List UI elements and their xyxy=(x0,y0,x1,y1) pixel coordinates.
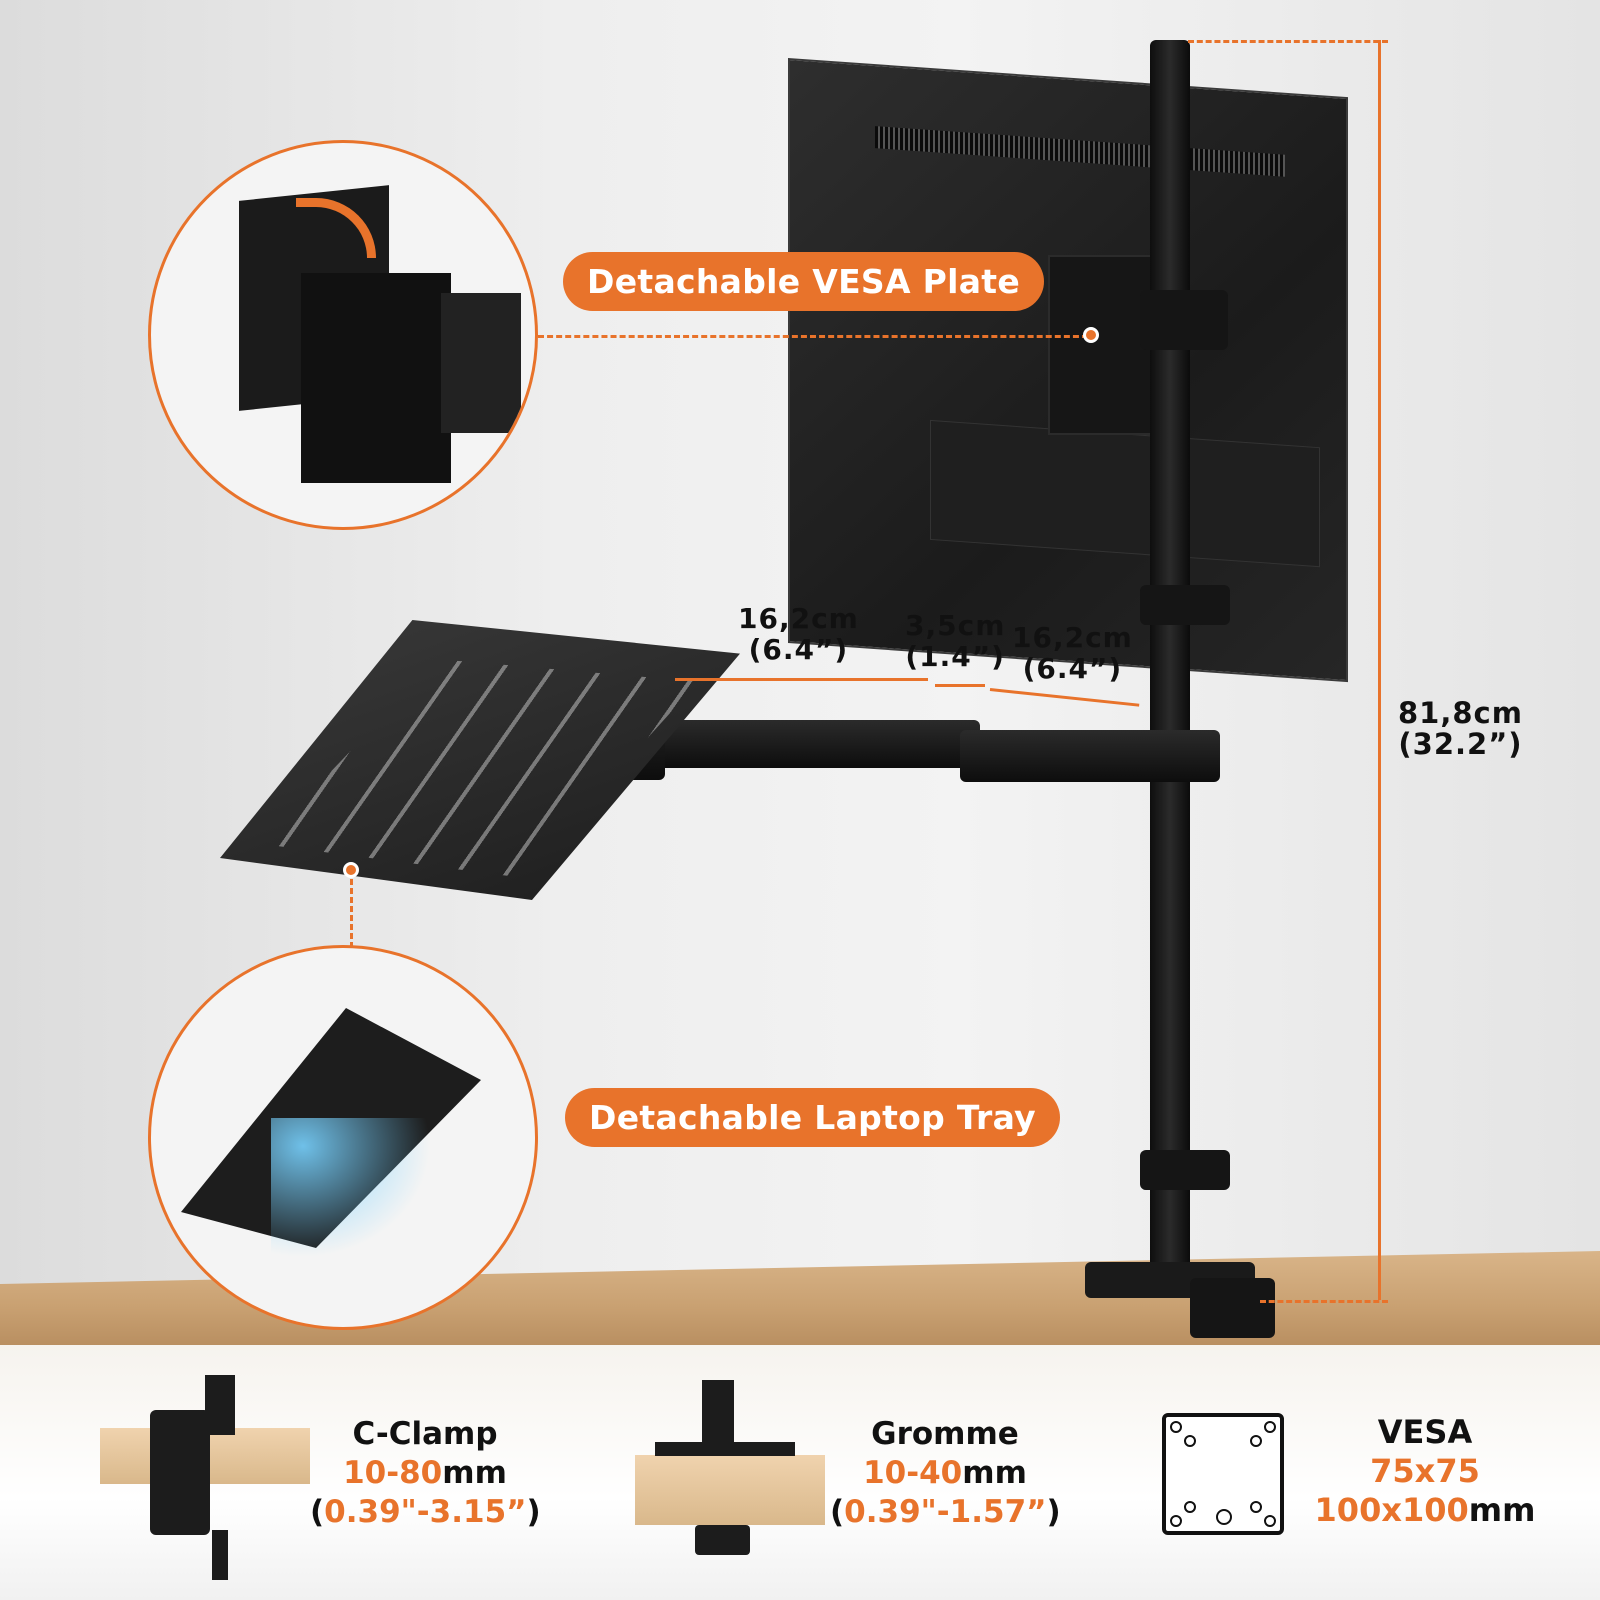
dim-arm-segment-1-metric: 16,2cm xyxy=(738,602,859,635)
callout-vesa-plate: Detachable VESA Plate xyxy=(563,252,1045,311)
vesa-hole xyxy=(1250,1435,1262,1447)
dim-pole-height: 81,8cm (32.2”) xyxy=(1398,698,1523,760)
pole-height-arrow xyxy=(1378,40,1381,1300)
monitor-vent xyxy=(875,126,1285,177)
pole-collar-low xyxy=(1140,1150,1230,1190)
vesa-pattern-icon xyxy=(1162,1413,1284,1535)
dim-pole-height-metric: 81,8cm xyxy=(1398,696,1523,730)
grommet-pole xyxy=(702,1380,734,1450)
paren-close: ) xyxy=(526,1494,541,1530)
vesa-plate-marker xyxy=(1083,327,1099,343)
mount-pole xyxy=(1150,40,1190,1270)
c-clamp xyxy=(1190,1278,1275,1338)
c-clamp-pole xyxy=(205,1375,235,1435)
spec-grommet-imperial: 0.39"-1.57” xyxy=(844,1494,1047,1530)
spec-vesa-title: VESA xyxy=(1377,1413,1473,1451)
spec-grommet-unit: mm xyxy=(962,1455,1027,1491)
dim-arm-gap-imperial: (1.4”) xyxy=(905,640,1005,673)
spec-grommet: Gromme 10-40mm (0.39"-1.57”) xyxy=(830,1415,1061,1532)
vesa-hole xyxy=(1184,1501,1196,1513)
paren-open: ( xyxy=(830,1494,845,1530)
vesa-hole xyxy=(1264,1515,1276,1527)
spec-c-clamp-title: C-Clamp xyxy=(352,1416,498,1452)
vesa-hole xyxy=(1250,1501,1262,1513)
vesa-hole xyxy=(1264,1421,1276,1433)
dim-arm-gap-metric: 3,5cm xyxy=(905,609,1006,642)
vesa-arm-joint xyxy=(441,293,521,433)
spec-c-clamp: C-Clamp 10-80mm (0.39"-3.15”) xyxy=(310,1415,541,1532)
monitor-housing xyxy=(930,419,1320,568)
spec-c-clamp-imperial: 0.39"-3.15” xyxy=(324,1494,527,1530)
pole-top-guide xyxy=(1188,40,1388,43)
arm-segment-1 xyxy=(650,720,980,768)
vesa-plate-leader-line xyxy=(538,335,1088,338)
airflow-icon xyxy=(271,1118,431,1258)
vesa-hole xyxy=(1184,1435,1196,1447)
dim-arm-gap: 3,5cm (1.4”) xyxy=(905,610,1005,672)
paren-close: ) xyxy=(1046,1494,1061,1530)
laptop-tray-detail-circle xyxy=(148,945,538,1330)
spec-c-clamp-range: 10-80 xyxy=(343,1455,443,1491)
callout-laptop-tray: Detachable Laptop Tray xyxy=(565,1088,1060,1147)
laptop-tray-leader-line xyxy=(350,870,353,948)
spec-vesa-size-1: 75x75 xyxy=(1370,1452,1480,1490)
vesa-hole xyxy=(1170,1515,1182,1527)
c-clamp-screw xyxy=(212,1530,228,1580)
c-clamp-icon xyxy=(150,1410,210,1535)
dim-arm-segment-2-imperial: (6.4”) xyxy=(1022,652,1123,685)
laptop-tray-marker xyxy=(343,862,359,878)
dim-arm-segment-1: 16,2cm (6.4”) xyxy=(738,603,859,665)
vesa-plate-front xyxy=(301,273,451,483)
dim-pole-height-imperial: (32.2”) xyxy=(1398,727,1523,761)
vesa-plate-on-monitor xyxy=(1048,255,1158,435)
arm-segment-2 xyxy=(960,730,1220,782)
spec-vesa-unit: mm xyxy=(1468,1491,1536,1529)
pole-collar-top xyxy=(1140,290,1228,350)
grommet-screw xyxy=(695,1525,750,1555)
spec-grommet-range: 10-40 xyxy=(863,1455,963,1491)
arm-gap-arrow xyxy=(935,684,985,687)
vesa-center-hole xyxy=(1216,1509,1232,1525)
spec-vesa: VESA 75x75 100x100mm xyxy=(1305,1413,1545,1530)
dim-arm-segment-2: 16,2cm (6.4”) xyxy=(1012,622,1133,684)
pole-bottom-guide xyxy=(1260,1300,1388,1303)
dim-arm-segment-1-imperial: (6.4”) xyxy=(748,633,849,666)
paren-open: ( xyxy=(310,1494,325,1530)
spec-c-clamp-unit: mm xyxy=(442,1455,507,1491)
vesa-plate-detail-circle xyxy=(148,140,538,530)
arm-segment-1-arrow xyxy=(675,678,928,681)
dim-arm-segment-2-metric: 16,2cm xyxy=(1012,621,1133,654)
grommet-icon xyxy=(655,1442,795,1456)
spec-vesa-size-2: 100x100 xyxy=(1314,1491,1469,1529)
pole-collar-mid xyxy=(1140,585,1230,625)
vesa-hole xyxy=(1170,1421,1182,1433)
grommet-desk-sample xyxy=(635,1455,825,1525)
spec-grommet-title: Gromme xyxy=(871,1416,1019,1452)
